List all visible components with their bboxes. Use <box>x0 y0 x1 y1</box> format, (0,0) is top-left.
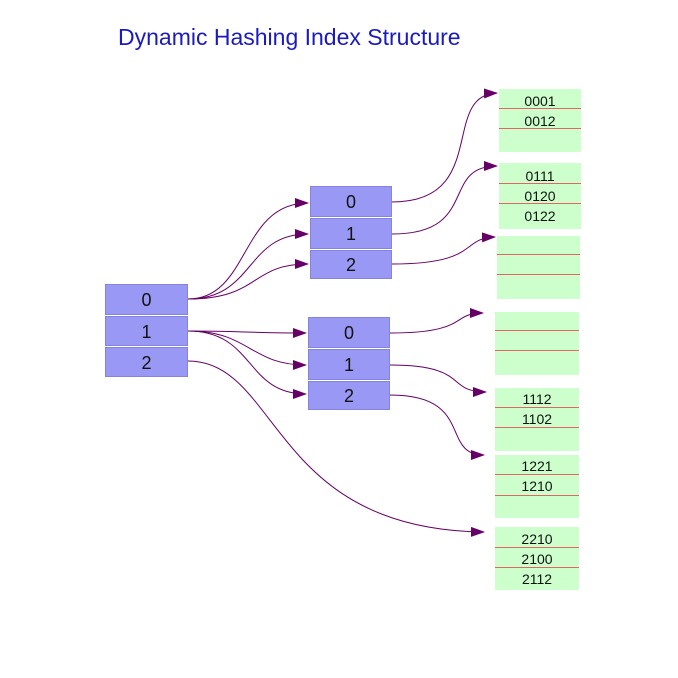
bucket-4 <box>495 312 579 375</box>
edge-root-0-to-node-a-2 <box>187 259 309 300</box>
bucket-entry: 1102 <box>521 411 553 427</box>
node-a-slot-2[interactable]: 2 <box>310 250 392 279</box>
diagram-title: Dynamic Hashing Index Structure <box>118 24 461 50</box>
bucket-divider <box>495 547 579 548</box>
bucket-3 <box>497 236 580 299</box>
edge-node-b-2-to-bucket-6 <box>389 394 485 460</box>
bucket-divider <box>495 495 579 496</box>
root-slot-2[interactable]: 2 <box>105 347 188 377</box>
bucket-entry: 2100 <box>521 551 553 567</box>
bucket-divider <box>495 474 579 475</box>
root-slot-1[interactable]: 1 <box>105 316 188 346</box>
bucket-divider <box>499 183 581 184</box>
bucket-entry: 0122 <box>524 208 556 224</box>
bucket-7: 2210 2100 2112 <box>495 527 579 590</box>
bucket-2: 0111 0120 0122 <box>499 163 581 229</box>
edge-node-b-1-to-bucket-5 <box>389 364 487 397</box>
edge-root-0-to-node-a-0 <box>187 198 309 300</box>
bucket-divider <box>495 427 579 428</box>
node-b-slot-0[interactable]: 0 <box>308 317 390 348</box>
bucket-entry: 0111 <box>525 168 555 184</box>
bucket-divider <box>497 254 580 255</box>
edge-root-1-to-node-b-2 <box>187 330 307 399</box>
edge-root-1-to-node-b-1 <box>187 330 307 370</box>
root-slot-0[interactable]: 0 <box>105 284 188 315</box>
edge-node-a-2-to-bucket-3 <box>391 232 496 265</box>
edge-node-a-0-to-bucket-1 <box>391 88 498 203</box>
edge-node-a-1-to-bucket-2 <box>391 161 498 235</box>
bucket-5: 1112 1102 <box>495 388 579 451</box>
edge-node-b-0-to-bucket-4 <box>389 308 484 334</box>
bucket-divider <box>499 128 581 129</box>
bucket-entry: 2112 <box>521 571 553 587</box>
bucket-6: 1221 1210 <box>495 455 579 518</box>
bucket-divider <box>497 274 580 275</box>
bucket-divider <box>499 108 581 109</box>
bucket-entry: 1210 <box>521 478 553 494</box>
bucket-divider <box>495 330 579 331</box>
bucket-entry: 2210 <box>521 531 553 547</box>
node-b-slot-2[interactable]: 2 <box>308 381 390 410</box>
edge-root-0-to-node-a-1 <box>187 229 309 300</box>
bucket-divider <box>499 203 581 204</box>
edge-root-1-to-node-b-0 <box>187 327 307 338</box>
node-a-slot-1[interactable]: 1 <box>310 218 392 249</box>
bucket-entry: 1221 <box>521 458 553 474</box>
bucket-entry: 0001 <box>524 93 556 109</box>
node-a-slot-0[interactable]: 0 <box>310 186 392 217</box>
edge-root-2-to-bucket-7 <box>187 360 485 537</box>
bucket-entry: 0012 <box>524 113 556 129</box>
bucket-divider <box>495 407 579 408</box>
node-b-slot-1[interactable]: 1 <box>308 349 390 380</box>
bucket-1: 0001 0012 <box>499 89 581 152</box>
bucket-entry: 1112 <box>522 391 552 407</box>
bucket-divider <box>495 350 579 351</box>
bucket-divider <box>495 567 579 568</box>
bucket-entry: 0120 <box>524 188 556 204</box>
